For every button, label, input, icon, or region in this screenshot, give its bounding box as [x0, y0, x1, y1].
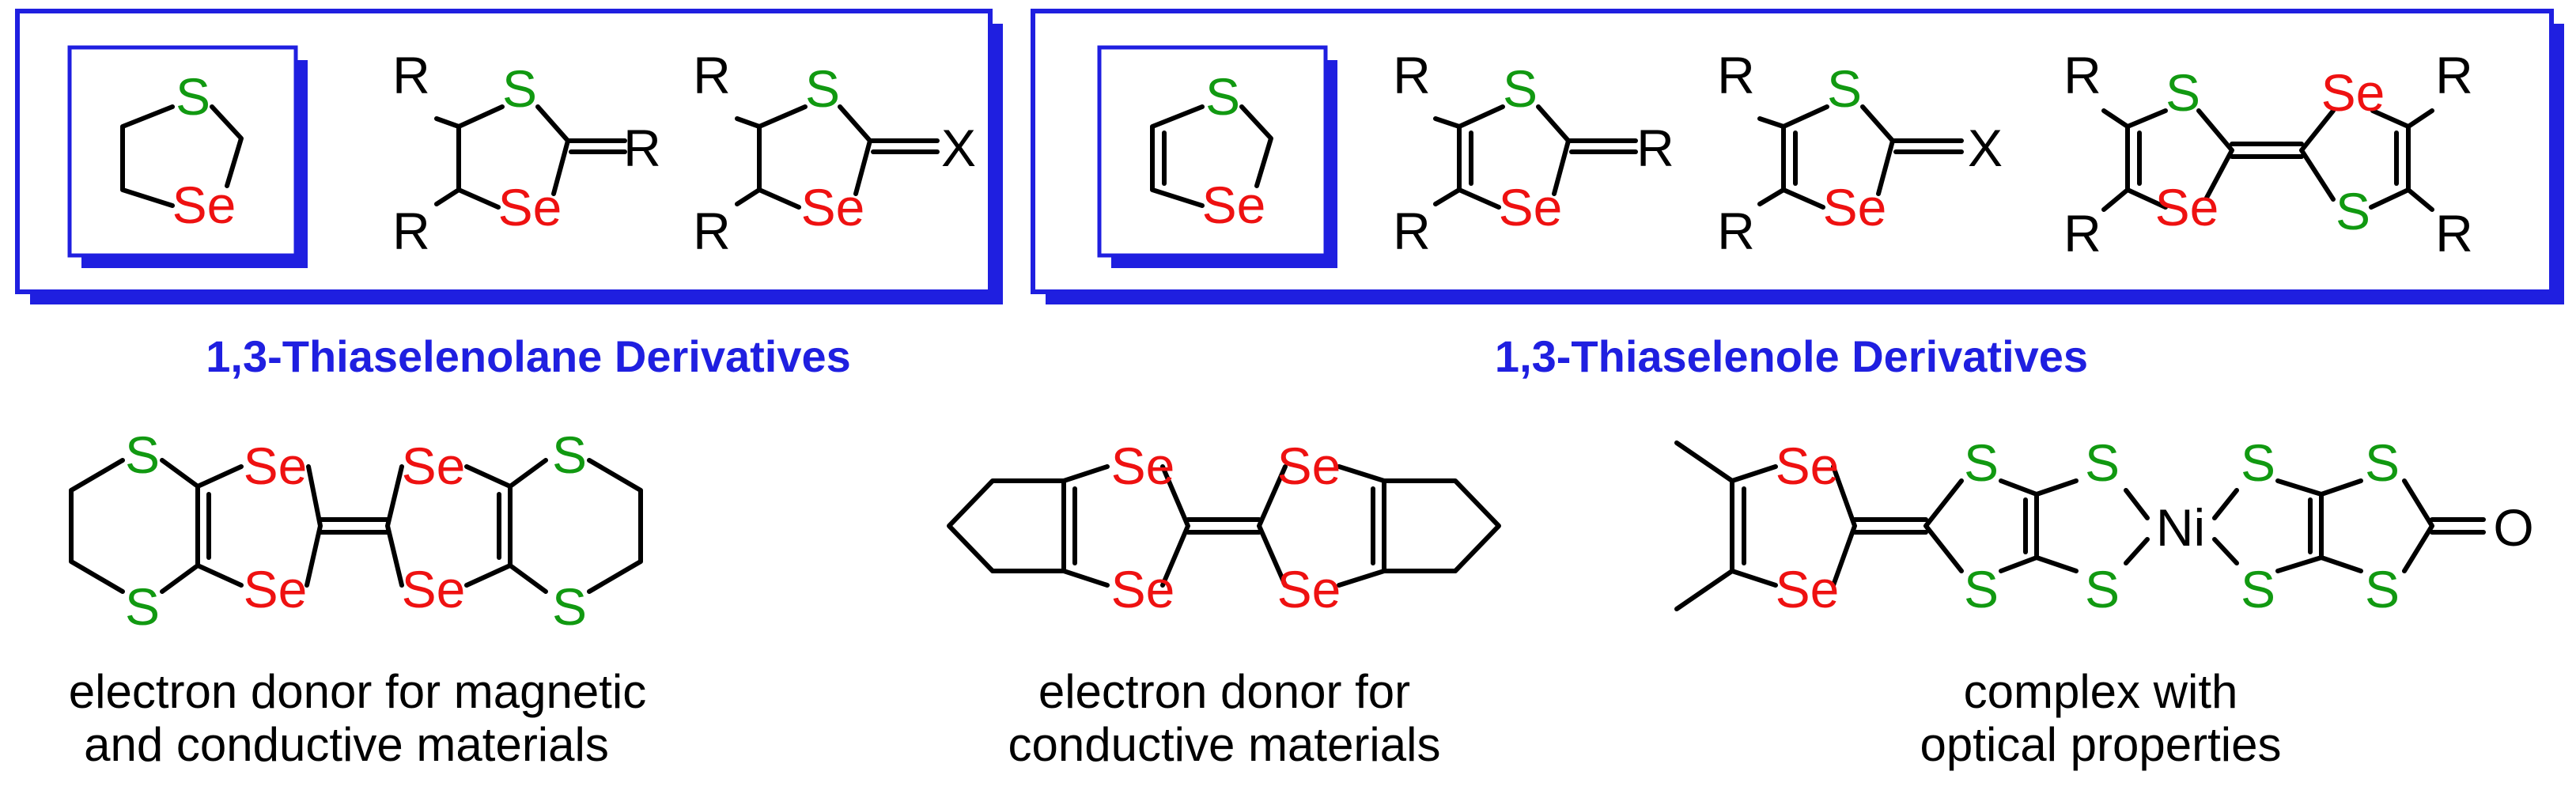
r-group: R: [623, 119, 661, 177]
r-group: R: [392, 46, 430, 104]
thiaselenolane-alkylidene: R R S Se R: [392, 46, 661, 260]
thiaselenolane-title: 1,3-Thiaselenolane Derivatives: [206, 331, 851, 381]
sulfur-atom: S: [2241, 560, 2275, 618]
selenium-atom: Se: [244, 437, 308, 495]
application-caption-2-line1: electron donor for: [1038, 665, 1410, 718]
r-group: R: [1636, 119, 1674, 177]
x-group: X: [1968, 119, 2003, 177]
r-group: R: [2063, 46, 2101, 104]
sulfur-atom: S: [502, 59, 537, 118]
thiaselenole-fulvalene: R R S Se Se S R R: [2063, 46, 2473, 263]
r-group: R: [1393, 46, 1431, 104]
sulfur-atom: S: [805, 59, 840, 118]
sulfur-atom: S: [1827, 59, 1862, 118]
sulfur-atom: S: [2365, 433, 2400, 492]
sulfur-atom: S: [176, 67, 210, 126]
sulfur-atom: S: [2085, 433, 2120, 492]
selenium-atom: Se: [402, 560, 466, 618]
selenium-atom: Se: [1111, 560, 1175, 618]
sulfur-atom: S: [2085, 560, 2120, 618]
application-caption-2-line2: conductive materials: [1008, 718, 1441, 771]
thiaselenole-x: R R S Se X: [1717, 46, 2003, 260]
thiaselenolane-panel: S Se R R S Se R R R S Se: [15, 9, 1003, 304]
thiaselenole-title: 1,3-Thiaselenole Derivatives: [1495, 331, 2088, 381]
donor-cyclopenta-tsf: Se Se Se Se: [947, 437, 1501, 618]
parent-frame: [67, 45, 298, 258]
thiaselenole-alkylidene: R R S Se R: [1393, 46, 1674, 260]
sulfur-atom: S: [1964, 560, 1999, 618]
sulfur-atom: S: [552, 425, 587, 484]
thiaselenole-parent: S Se: [1097, 45, 1337, 268]
sulfur-atom: S: [1503, 59, 1538, 118]
r-group: R: [2435, 46, 2473, 104]
application-caption-3-line2: optical properties: [1920, 718, 2282, 771]
application-caption-1-line2: and conductive materials: [84, 718, 609, 771]
r-group: R: [2435, 204, 2473, 263]
selenium-atom: Se: [1823, 178, 1887, 236]
selenium-atom: Se: [402, 437, 466, 495]
sulfur-atom: S: [1205, 67, 1240, 126]
sulfur-atom: S: [2365, 560, 2400, 618]
donor-bedt-tsf: S S Se Se Se Se S S: [69, 425, 643, 636]
thiaselenolane-x: R R S Se X: [693, 46, 976, 260]
sulfur-atom: S: [552, 577, 587, 636]
selenium-atom: Se: [172, 176, 236, 234]
parent-frame: [1097, 45, 1328, 258]
selenium-atom: Se: [1776, 560, 1840, 618]
r-group: R: [1393, 202, 1431, 260]
selenium-atom: Se: [2321, 63, 2385, 122]
nickel-dithiolene-complex: Se Se S S S S Ni S S S S O: [1674, 433, 2534, 618]
r-group: R: [1717, 202, 1755, 260]
oxygen-atom: O: [2493, 498, 2533, 557]
selenium-atom: Se: [801, 178, 865, 236]
selenium-atom: Se: [1111, 437, 1175, 495]
selenium-atom: Se: [1277, 560, 1341, 618]
selenium-atom: Se: [244, 560, 308, 618]
sulfur-atom: S: [125, 577, 160, 636]
nickel-atom: Ni: [2156, 498, 2205, 557]
sulfur-atom: S: [125, 425, 160, 484]
sulfur-atom: S: [2336, 182, 2370, 240]
application-caption-3-line1: complex with: [1964, 665, 2238, 718]
r-group: R: [693, 46, 731, 104]
thiaselenole-panel: S Se R R S Se R R R: [1031, 9, 2564, 304]
selenium-atom: Se: [1499, 178, 1563, 236]
selenium-atom: Se: [1202, 176, 1266, 234]
application-caption-1-line1: electron donor for magnetic: [69, 665, 646, 718]
sulfur-atom: S: [1964, 433, 1999, 492]
selenium-atom: Se: [1277, 437, 1341, 495]
r-group: R: [392, 202, 430, 260]
r-group: R: [1717, 46, 1755, 104]
selenium-atom: Se: [1776, 437, 1840, 495]
selenium-atom: Se: [2155, 178, 2219, 236]
selenium-atom: Se: [498, 178, 562, 236]
r-group: R: [2063, 204, 2101, 263]
sulfur-atom: S: [2241, 433, 2275, 492]
thiaselenolane-parent: S Se: [67, 45, 308, 268]
x-group: X: [941, 119, 976, 177]
sulfur-atom: S: [2166, 63, 2200, 122]
r-group: R: [693, 202, 731, 260]
